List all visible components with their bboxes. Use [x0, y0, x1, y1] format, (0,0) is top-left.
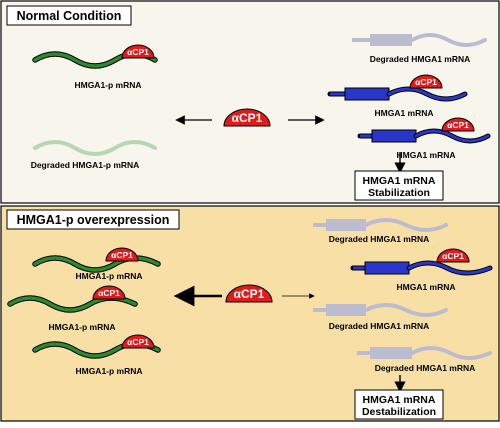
overexp-degraded-hmga1-2: [313, 303, 448, 317]
overexp-right-label-4: Degraded HMGA1 mRNA: [375, 363, 476, 373]
normal-outcome-box: [354, 170, 444, 201]
overexp-left-label-2: HMGA1-p mRNA: [48, 322, 115, 332]
overexp-outcome-line2: Destabilization: [362, 406, 436, 418]
degraded-pseudogene-mrna: [33, 140, 157, 156]
overexp-right-label-1: Degraded HMGA1 mRNA: [329, 234, 430, 244]
normal-condition-panel: [0, 0, 500, 204]
acp1-protein-center-2: αCP1: [225, 284, 273, 303]
acp1-bound-label-5: αCP1: [98, 288, 120, 298]
overexp-degraded-hmga1-1: [313, 218, 448, 232]
acp1-bound-label-6: αCP1: [127, 337, 149, 347]
pseudogene-mrna-bound: αCP1: [32, 44, 158, 69]
degraded-hmga1-mrna: [352, 33, 487, 47]
hmga1-mrna-bound-2: αCP1: [357, 117, 491, 144]
overexp-right-label-3: Degraded HMGA1 mRNA: [329, 321, 430, 331]
pseudogene-mrna-bound-c: αCP1: [32, 334, 161, 359]
pseudogene-mrna-bound-a: αCP1: [32, 247, 161, 273]
normal-left-degraded-label: Degraded HMGA1-p mRNA: [31, 160, 140, 170]
normal-right-bound-label-2: HMGA1 mRNA: [396, 150, 455, 160]
hmga1-mrna-bound-1: αCP1: [327, 74, 468, 102]
overexp-left-label-1: HMGA1-p mRNA: [75, 271, 142, 281]
acp1-bound-label-4: αCP1: [111, 250, 133, 260]
acp1-bound-label-3: αCP1: [447, 120, 469, 130]
normal-left-bound-label: HMGA1-p mRNA: [74, 80, 141, 90]
overexpression-title: HMGA1-p overexpression: [17, 213, 170, 227]
overexp-left-label-3: HMGA1-p mRNA: [75, 366, 142, 376]
overexp-degraded-hmga1-3: [357, 346, 492, 360]
overexp-center-protein-label: αCP1: [234, 287, 265, 301]
normal-center-protein-label: αCP1: [232, 111, 263, 125]
normal-right-degraded-label: Degraded HMGA1 mRNA: [370, 54, 471, 64]
normal-outcome-line1: HMGA1 mRNA: [363, 175, 436, 187]
normal-right-bound-label-1: HMGA1 mRNA: [374, 108, 433, 118]
normal-condition-title: Normal Condition: [17, 9, 122, 23]
normal-outcome-line2: Stabilization: [368, 187, 430, 199]
overexp-outcome-box: [354, 389, 444, 420]
acp1-protein-center: αCP1: [223, 108, 271, 127]
overexpression-title-box: [6, 209, 180, 230]
pseudogene-mrna-bound-b: αCP1: [7, 285, 138, 313]
acp1-bound-label-2: αCP1: [415, 77, 437, 87]
acp1-bound-label: αCP1: [127, 47, 149, 57]
acp1-bound-label-7: αCP1: [442, 251, 464, 261]
overexp-right-label-2: HMGA1 mRNA: [396, 282, 455, 292]
normal-title-box: [6, 5, 132, 26]
overexp-outcome-line1: HMGA1 mRNA: [363, 394, 436, 406]
acp1-protein-bound: αCP1: [121, 44, 155, 59]
overexp-hmga1-mrna-bound: αCP1: [350, 248, 493, 276]
